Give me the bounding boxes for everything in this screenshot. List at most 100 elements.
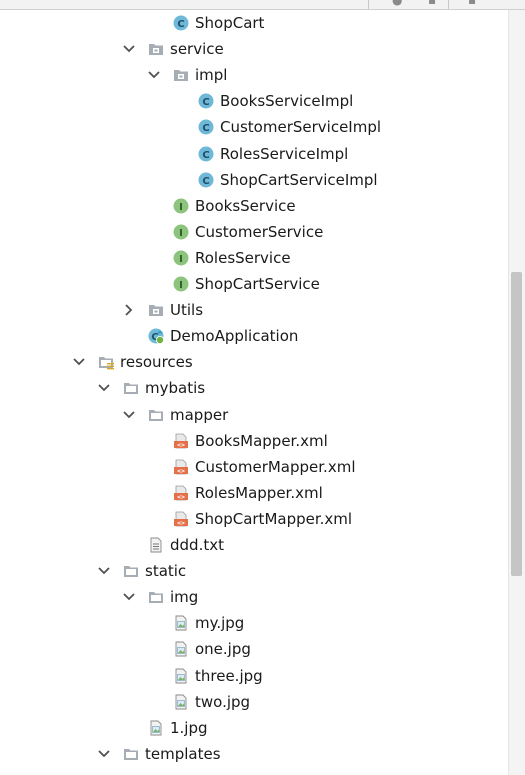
svg-text:I: I (179, 254, 183, 265)
tree-node[interactable]: mybatis (0, 375, 508, 401)
tree-node-label: RolesMapper.xml (195, 483, 323, 502)
tree-node[interactable]: ddd.txt (0, 532, 508, 558)
tree-node[interactable]: <>BooksMapper.xml (0, 428, 508, 454)
tree-node-label: three.jpg (195, 666, 263, 685)
svg-text:C: C (151, 332, 158, 343)
xml-file-icon: <> (174, 459, 188, 475)
tree-node[interactable]: <> RolesMapper.xml (0, 480, 508, 506)
options-icon[interactable]: ▪ (428, 0, 437, 7)
toolbar-strip: ● ▪ ▪ (0, 0, 525, 10)
image-file-icon (150, 720, 162, 736)
tree-node[interactable]: C RolesServiceImpl (0, 141, 508, 167)
toolbar-separator (448, 0, 449, 9)
xml-file-icon: <> (174, 511, 188, 527)
tree-node-label: my.jpg (195, 614, 245, 633)
tree-node-label: static (145, 562, 187, 581)
folder-icon (124, 383, 138, 395)
package-icon (149, 44, 163, 56)
tree-node[interactable]: Utils (0, 297, 508, 323)
class-icon: C (198, 119, 214, 135)
tree-node-label: RolesServiceImpl (220, 144, 349, 163)
folder-icon (149, 409, 163, 421)
svg-text:I: I (179, 280, 183, 291)
interface-icon: I (173, 276, 189, 292)
chevron-down-icon[interactable] (97, 564, 111, 578)
svg-text:<>: <> (177, 467, 185, 475)
tree-node-label: CustomerServiceImpl (220, 118, 382, 137)
svg-text:<>: <> (177, 441, 185, 449)
class-icon: C (198, 172, 214, 188)
vertical-scrollbar[interactable] (508, 10, 525, 775)
chevron-down-icon[interactable] (122, 590, 136, 604)
svg-text:C: C (202, 123, 209, 134)
xml-file-icon: <> (174, 485, 188, 501)
tree-node-label: Utils (170, 301, 204, 320)
chevron-down-icon[interactable] (97, 381, 111, 395)
image-file-icon (175, 641, 187, 657)
text-file-icon (150, 537, 162, 553)
tree-node[interactable]: two.jpg (0, 689, 508, 715)
tree-node-label: ShopCartMapper.xml (195, 509, 353, 528)
scrollbar-thumb[interactable] (511, 272, 522, 576)
interface-icon: I (173, 198, 189, 214)
chevron-right-icon[interactable] (122, 303, 136, 317)
tree-node[interactable]: <>CustomerMapper.xml (0, 454, 508, 480)
resources-folder-icon (99, 357, 114, 370)
tree-node-label: BooksService (195, 196, 296, 215)
chevron-down-icon[interactable] (72, 355, 86, 369)
tree-node[interactable]: three.jpg (0, 663, 508, 689)
tree-node[interactable]: C ShopCart (0, 10, 508, 36)
tree-node[interactable]: impl (0, 62, 508, 88)
svg-text:C: C (202, 150, 209, 161)
class-icon: C (173, 15, 189, 31)
package-icon (149, 305, 163, 317)
chevron-down-icon[interactable] (147, 68, 161, 82)
folder-icon (149, 592, 163, 604)
tree-node-label: CustomerService (195, 222, 324, 241)
tree-node[interactable]: static (0, 558, 508, 584)
tree-node[interactable]: mapper (0, 402, 508, 428)
tree-node-label: img (170, 588, 199, 607)
tree-node[interactable]: my.jpg (0, 610, 508, 636)
interface-icon: I (173, 250, 189, 266)
tree-node[interactable]: 1.jpg (0, 715, 508, 741)
tree-node-label: BooksServiceImpl (220, 92, 354, 111)
class-icon: C (198, 146, 214, 161)
image-file-icon (175, 694, 187, 710)
tree-node-label: impl (195, 66, 228, 85)
tree-node-label: two.jpg (195, 692, 251, 711)
folder-icon (124, 748, 138, 760)
svg-text:I: I (179, 202, 183, 213)
tree-node[interactable]: I RolesService (0, 245, 508, 271)
tree-node[interactable]: templates (0, 741, 508, 767)
tree-node[interactable]: <> ShopCartMapper.xml (0, 506, 508, 532)
svg-text:C: C (202, 97, 209, 108)
tree-node[interactable]: C BooksServiceImpl (0, 88, 508, 114)
tree-node[interactable]: C CustomerServiceImpl (0, 114, 508, 140)
tree-node-label: resources (120, 353, 193, 372)
tree-node-label: templates (145, 744, 221, 763)
tree-node[interactable]: one.jpg (0, 636, 508, 662)
tree-node-label: service (170, 40, 224, 59)
pin-icon[interactable]: ▪ (468, 0, 477, 7)
image-file-icon (175, 615, 187, 631)
tree-node[interactable]: img (0, 584, 508, 610)
chevron-down-icon[interactable] (97, 747, 111, 761)
tree-node[interactable]: resources (0, 349, 508, 375)
tree-node[interactable]: I BooksService (0, 193, 508, 219)
chevron-down-icon[interactable] (122, 408, 136, 422)
tree-node-label: RolesService (195, 248, 291, 267)
settings-icon[interactable]: ● (392, 0, 403, 7)
svg-text:C: C (177, 19, 184, 30)
tree-node[interactable]: service (0, 36, 508, 62)
chevron-down-icon[interactable] (122, 42, 136, 56)
svg-text:C: C (202, 176, 209, 187)
toolbar-separator (368, 0, 369, 9)
tree-node-label: ShopCart (195, 14, 265, 32)
svg-text:<>: <> (177, 493, 185, 501)
